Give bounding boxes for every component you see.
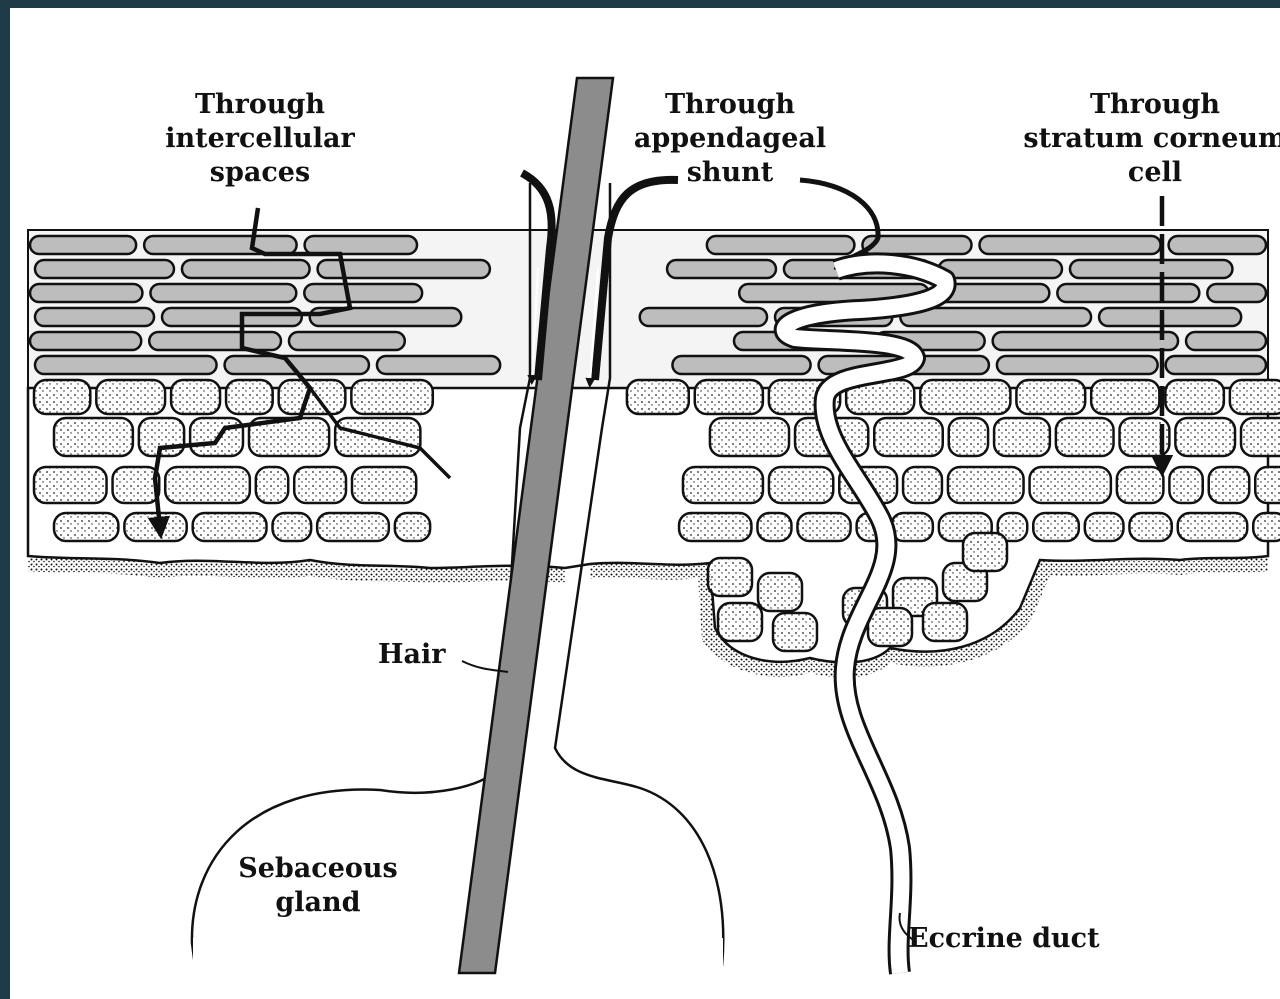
- epidermal-cell: [1030, 467, 1111, 503]
- corneocyte: [979, 236, 1160, 254]
- corneocyte: [1166, 356, 1266, 374]
- epidermal-cell: [1255, 467, 1280, 503]
- epidermal-cell: [1117, 467, 1164, 503]
- epidermal-cell: [1169, 467, 1202, 503]
- epidermal-cell: [124, 513, 186, 541]
- epidermal-cell: [279, 380, 346, 414]
- epidermal-cell: [627, 380, 689, 414]
- corneocyte: [707, 236, 855, 254]
- diagram-frame: Through intercellular spaces Through app…: [10, 8, 1280, 999]
- epidermal-cell: [1241, 418, 1280, 456]
- corneocyte: [1207, 284, 1266, 302]
- corneocyte: [997, 356, 1158, 374]
- corneocyte: [150, 284, 296, 302]
- epidermal-cell: [171, 380, 220, 414]
- epidermal-cell: [165, 467, 250, 503]
- epidermal-cell: [757, 513, 791, 541]
- epidermal-cell: [395, 513, 430, 541]
- epidermal-cell: [1178, 513, 1247, 541]
- corneocyte: [939, 260, 1062, 278]
- epidermal-cell: [1209, 467, 1249, 503]
- epidermal-cell: [226, 380, 273, 414]
- corneocyte: [1169, 236, 1266, 254]
- epidermal-cell: [710, 418, 789, 456]
- epidermal-cell: [1033, 513, 1079, 541]
- rete-ridge-cell: [708, 558, 752, 596]
- epidermal-cell: [679, 513, 751, 541]
- corneocyte: [1057, 284, 1199, 302]
- corneocyte: [30, 284, 142, 302]
- corneocyte: [1070, 260, 1232, 278]
- epidermal-cell: [1085, 513, 1124, 541]
- corneocyte: [182, 260, 310, 278]
- corneocyte: [35, 356, 217, 374]
- epidermal-cell: [193, 513, 267, 541]
- epidermal-cell: [256, 467, 288, 503]
- corneocyte: [35, 308, 154, 326]
- corneocyte: [667, 260, 776, 278]
- label-hair: Hair: [378, 638, 446, 672]
- label-stratum-corneum: Through stratum corneum cell: [1010, 88, 1280, 190]
- label-sebaceous-gland: Sebaceous gland: [228, 852, 408, 920]
- epidermal-cell: [949, 418, 988, 456]
- rete-ridge-cell: [758, 573, 802, 611]
- epidermal-cell: [994, 418, 1050, 456]
- rete-ridge-cell: [868, 608, 912, 646]
- rete-ridge-cell: [773, 613, 817, 651]
- rete-ridge-cell: [923, 603, 967, 641]
- epidermal-cell: [317, 513, 389, 541]
- epidermal-cell: [1230, 380, 1280, 414]
- label-appendageal: Through appendageal shunt: [615, 88, 845, 190]
- corneocyte: [1099, 308, 1241, 326]
- epidermal-cell: [1016, 380, 1085, 414]
- corneocyte: [144, 236, 296, 254]
- epidermal-cell: [1091, 380, 1159, 414]
- corneocyte: [304, 284, 422, 302]
- corneocyte: [305, 236, 417, 254]
- epidermal-cell: [891, 513, 932, 541]
- corneocyte: [35, 260, 174, 278]
- epidermal-cell: [1253, 513, 1280, 541]
- corneocyte: [162, 308, 302, 326]
- corneocyte: [672, 356, 810, 374]
- epidermal-cell: [695, 380, 763, 414]
- epidermal-cell: [797, 513, 850, 541]
- epidermal-cell: [769, 467, 833, 503]
- epidermal-cell: [352, 467, 416, 503]
- epidermal-cell: [1056, 418, 1114, 456]
- epidermal-cell: [903, 467, 942, 503]
- corneocyte: [289, 332, 405, 350]
- label-eccrine-duct: Eccrine duct: [908, 922, 1100, 956]
- epidermal-cell: [34, 380, 90, 414]
- corneocyte: [377, 356, 500, 374]
- epidermal-cell: [948, 467, 1024, 503]
- epidermal-cell: [1175, 418, 1235, 456]
- corneocyte: [30, 332, 141, 350]
- epidermal-cell: [294, 467, 346, 503]
- rete-ridge-cell: [963, 533, 1007, 571]
- epidermal-cell: [113, 467, 160, 503]
- corneocyte: [640, 308, 767, 326]
- epidermal-cell: [273, 513, 312, 541]
- epidermal-cell: [54, 513, 118, 541]
- corneocyte: [1186, 332, 1266, 350]
- epidermal-cell: [54, 418, 133, 456]
- corneocyte: [993, 332, 1178, 350]
- epidermal-cell: [351, 380, 432, 414]
- epidermal-cell: [874, 418, 942, 456]
- epidermal-cell: [34, 467, 107, 503]
- epidermal-cell: [1129, 513, 1171, 541]
- epidermal-cell: [683, 467, 763, 503]
- corneocyte: [149, 332, 281, 350]
- label-intercellular: Through intercellular spaces: [145, 88, 375, 190]
- epidermal-cell: [1165, 380, 1224, 414]
- rete-ridge-cell: [718, 603, 762, 641]
- epidermal-cell: [96, 380, 165, 414]
- epidermal-cell: [920, 380, 1010, 414]
- corneocyte: [30, 236, 136, 254]
